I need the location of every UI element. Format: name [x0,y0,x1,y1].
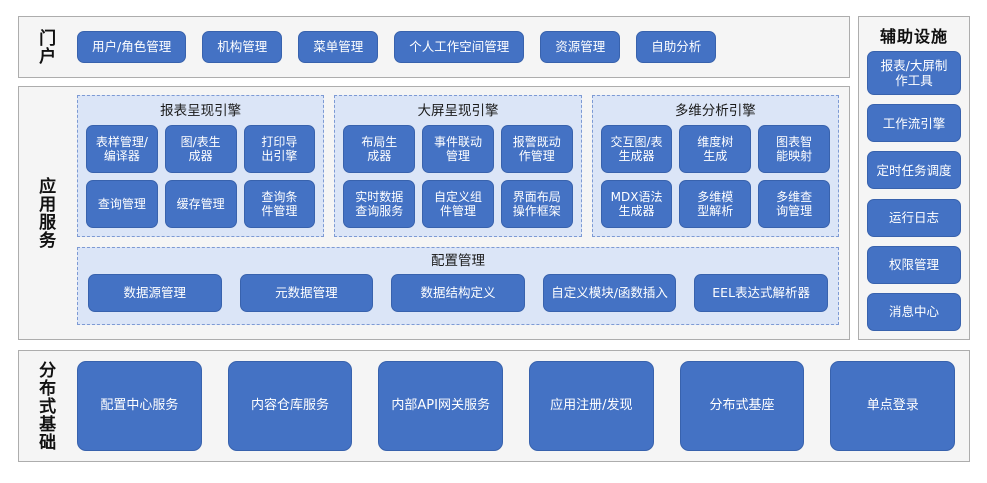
config-management-title: 配置管理 [431,253,485,269]
engine-multidimensional-analysis: 多维分析引擎 交互图/表 生成器 维度树 生成 图表智 能映射 MDX语法 生成… [591,95,839,237]
engine-row: 报表呈现引擎 表样管理/ 编译器 图/表生 成器 打印导 出引擎 查询管理 缓存… [77,95,839,237]
portal-section: 门户 用户/角色管理 机构管理 菜单管理 个人工作空间管理 资源管理 自助分析 [18,16,850,78]
config-item-datasource-management[interactable]: 数据源管理 [88,274,222,312]
portal-section-label: 门户 [19,17,71,77]
auxiliary-facilities-section: 辅助设施 报表/大屏制 作工具 工作流引擎 定时任务调度 运行日志 权限管理 消… [858,16,970,340]
portal-item-user-role-management[interactable]: 用户/角色管理 [77,31,187,63]
application-services-label: 应用服务 [19,87,71,339]
config-item-metadata-management[interactable]: 元数据管理 [239,274,374,312]
application-services-section: 应用服务 报表呈现引擎 表样管理/ 编译器 图/表生 成器 打印导 出引擎 查询… [18,86,850,340]
engine-report-rendering-title: 报表呈现引擎 [160,103,242,119]
engine-item-layout-generator[interactable]: 布局生 成器 [343,125,416,173]
portal-item-org-management[interactable]: 机构管理 [202,31,283,63]
portal-item-menu-management[interactable]: 菜单管理 [298,31,379,63]
engine-item-alarm-action-management[interactable]: 报警既动 作管理 [500,125,573,173]
engine-report-rendering: 报表呈现引擎 表样管理/ 编译器 图/表生 成器 打印导 出引擎 查询管理 缓存… [77,95,325,237]
engine-item-dimension-tree-generation[interactable]: 维度树 生成 [679,125,752,173]
aux-item-workflow-engine[interactable]: 工作流引擎 [867,104,961,143]
portal-item-self-service-analysis[interactable]: 自助分析 [636,31,717,63]
application-services-label-text: 应用服务 [35,177,56,249]
engine-item-cache-management[interactable]: 缓存管理 [164,180,237,228]
engine-item-mdx-syntax-generator[interactable]: MDX语法 生成器 [600,180,673,228]
portal-section-label-text: 门户 [35,29,56,65]
config-management-group: 配置管理 数据源管理 元数据管理 数据结构定义 自定义模块/函数插入 EEL表达… [77,247,839,325]
engine-item-interactive-chart-table-generator[interactable]: 交互图/表 生成器 [600,125,673,173]
application-services-body: 报表呈现引擎 表样管理/ 编译器 图/表生 成器 打印导 出引擎 查询管理 缓存… [77,95,839,331]
engine-multidimensional-analysis-title: 多维分析引擎 [674,103,756,119]
engine-item-event-linkage-management[interactable]: 事件联动 管理 [422,125,494,173]
aux-item-permission-management[interactable]: 权限管理 [867,245,961,284]
engine-item-multidimensional-query-management[interactable]: 多维查 询管理 [758,180,830,228]
base-item-single-sign-on[interactable]: 单点登录 [830,361,956,451]
portal-button-row: 用户/角色管理 机构管理 菜单管理 个人工作空间管理 资源管理 自助分析 [77,17,839,77]
config-item-custom-module-function-insert[interactable]: 自定义模块/函数插入 [542,274,677,312]
engine-report-rendering-grid: 表样管理/ 编译器 图/表生 成器 打印导 出引擎 查询管理 缓存管理 查询条 … [86,125,316,228]
engine-dashboard-rendering-grid: 布局生 成器 事件联动 管理 报警既动 作管理 实时数据 查询服务 自定义组 件… [343,125,573,228]
portal-item-personal-workspace-management[interactable]: 个人工作空间管理 [394,31,525,63]
distributed-foundation-label-text: 分布式基础 [35,361,56,451]
engine-item-custom-component-management[interactable]: 自定义组 件管理 [422,180,494,228]
engine-item-query-condition-management[interactable]: 查询条 件管理 [243,180,316,228]
config-item-data-structure-definition[interactable]: 数据结构定义 [391,274,525,312]
distributed-foundation-row: 配置中心服务 内容仓库服务 内部API网关服务 应用注册/发现 分布式基座 单点… [77,361,956,451]
base-item-distributed-foundation[interactable]: 分布式基座 [679,361,805,451]
engine-item-chart-table-generator[interactable]: 图/表生 成器 [164,125,237,173]
engine-item-ui-layout-operation-framework[interactable]: 界面布局 操作框架 [500,180,573,228]
engine-item-template-management-compiler[interactable]: 表样管理/ 编译器 [86,125,158,173]
aux-item-scheduled-task-scheduler[interactable]: 定时任务调度 [867,151,961,190]
engine-dashboard-rendering-title: 大屏呈现引擎 [417,103,499,119]
base-item-app-registration-discovery[interactable]: 应用注册/发现 [529,361,654,451]
engine-item-print-export-engine[interactable]: 打印导 出引擎 [243,125,316,173]
engine-item-realtime-data-query-service[interactable]: 实时数据 查询服务 [343,180,416,228]
base-item-config-center-service[interactable]: 配置中心服务 [77,361,202,451]
engine-item-multidimensional-model-parsing[interactable]: 多维模 型解析 [679,180,752,228]
engine-item-chart-smart-mapping[interactable]: 图表智 能映射 [758,125,830,173]
engine-item-query-management[interactable]: 查询管理 [86,180,158,228]
config-item-eel-expression-parser[interactable]: EEL表达式解析器 [694,274,828,312]
aux-item-report-dashboard-authoring-tool[interactable]: 报表/大屏制 作工具 [867,51,961,95]
aux-item-message-center[interactable]: 消息中心 [867,292,961,331]
aux-item-runtime-log[interactable]: 运行日志 [867,198,961,237]
config-management-row: 数据源管理 元数据管理 数据结构定义 自定义模块/函数插入 EEL表达式解析器 [88,272,828,314]
base-item-content-repository-service[interactable]: 内容仓库服务 [227,361,353,451]
portal-item-resource-management[interactable]: 资源管理 [540,31,621,63]
auxiliary-facilities-list: 报表/大屏制 作工具 工作流引擎 定时任务调度 运行日志 权限管理 消息中心 [867,51,961,331]
base-item-internal-api-gateway-service[interactable]: 内部API网关服务 [378,361,504,451]
engine-multidimensional-analysis-grid: 交互图/表 生成器 维度树 生成 图表智 能映射 MDX语法 生成器 多维模 型… [600,125,830,228]
engine-dashboard-rendering: 大屏呈现引擎 布局生 成器 事件联动 管理 报警既动 作管理 实时数据 查询服务… [334,95,582,237]
auxiliary-facilities-title: 辅助设施 [879,27,948,46]
distributed-foundation-section: 分布式基础 配置中心服务 内容仓库服务 内部API网关服务 应用注册/发现 分布… [18,350,970,462]
distributed-foundation-label: 分布式基础 [19,351,71,461]
